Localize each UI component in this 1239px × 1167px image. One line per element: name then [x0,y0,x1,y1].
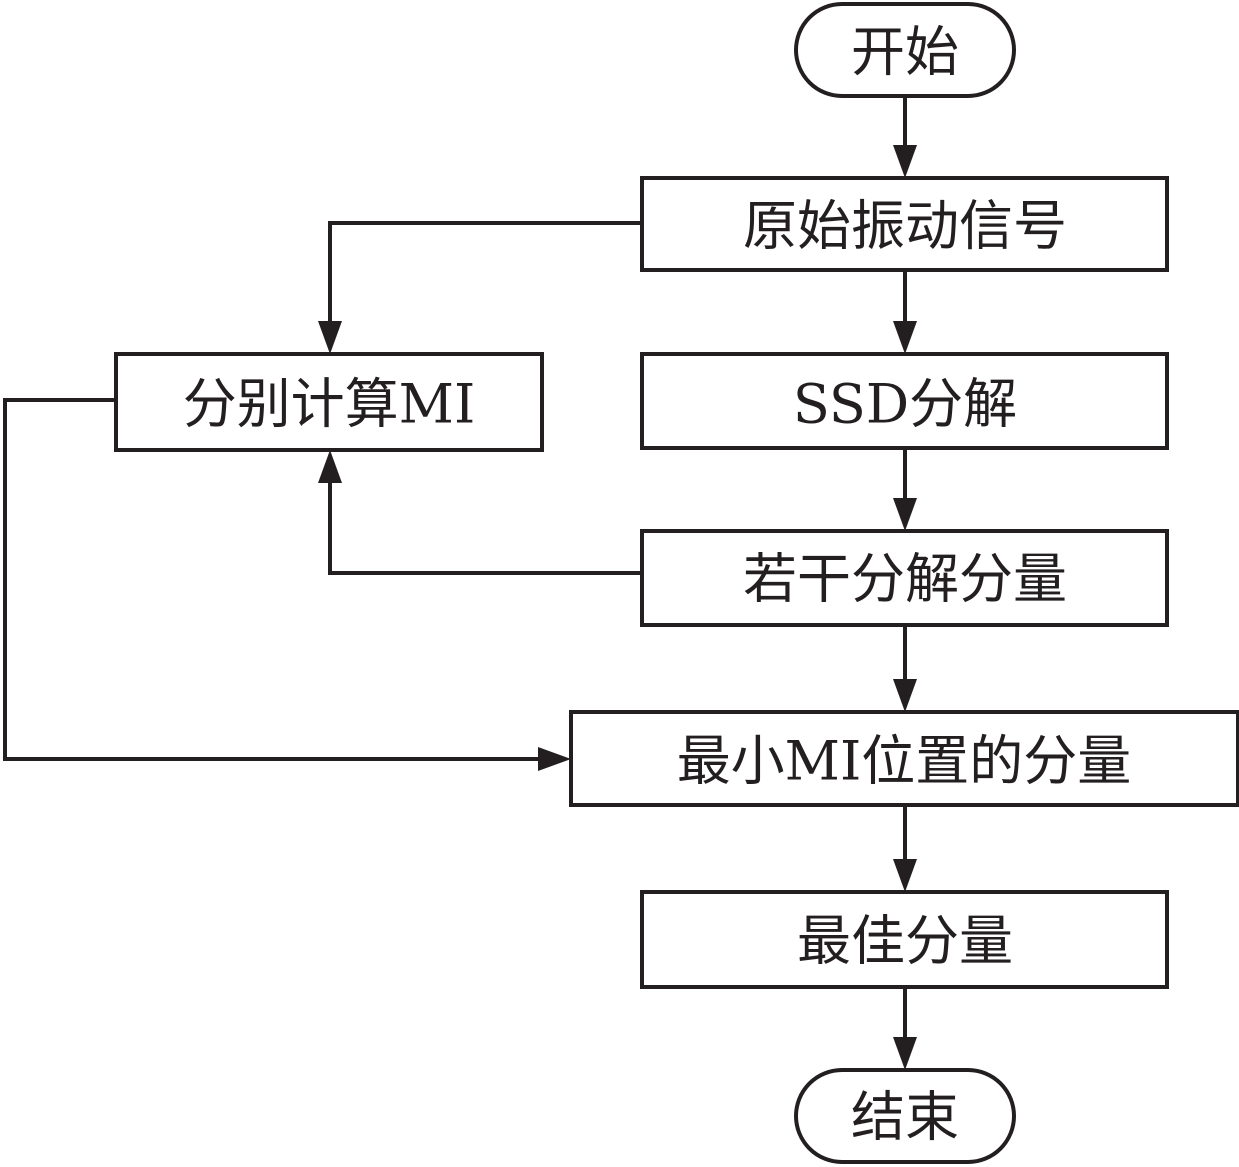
node-end: 结束 [794,1068,1016,1164]
node-min-mi-component-label: 最小MI位置的分量 [677,730,1132,793]
edge-components-to-min-mi [893,625,917,712]
node-min-mi-component: 最小MI位置的分量 [569,710,1239,807]
node-compute-mi-label: 分别计算MI [183,373,476,436]
node-raw-signal: 原始振动信号 [640,176,1169,272]
node-ssd-decomposition: SSD分解 [640,352,1169,450]
edge-raw-signal-to-ssd [893,270,917,354]
node-ssd-decomposition-label: SSD分解 [793,373,1017,436]
node-components-label: 若干分解分量 [743,548,1067,611]
edge-ssd-to-components [893,448,917,531]
node-best-component-label: 最佳分量 [797,910,1013,973]
edges [3,96,917,1070]
edge-best-component-to-end [893,987,917,1070]
edge-min-mi-to-best-component [893,805,917,892]
edge-raw-signal-to-compute-mi [318,221,642,354]
edge-components-to-compute-mi [318,450,642,575]
node-start-label: 开始 [851,21,959,84]
node-best-component: 最佳分量 [640,890,1169,989]
node-compute-mi: 分别计算MI [114,352,544,452]
nodes: 开始 原始振动信号 SSD分解 若干分解分量 分别计算MI 最小MI位置的分量 [114,2,1239,1164]
node-start: 开始 [794,2,1016,98]
node-end-label: 结束 [851,1086,959,1149]
node-raw-signal-label: 原始振动信号 [743,195,1067,258]
node-components: 若干分解分量 [640,529,1169,627]
edge-compute-mi-to-min-mi [3,398,571,771]
edge-start-to-raw-signal [893,96,917,178]
